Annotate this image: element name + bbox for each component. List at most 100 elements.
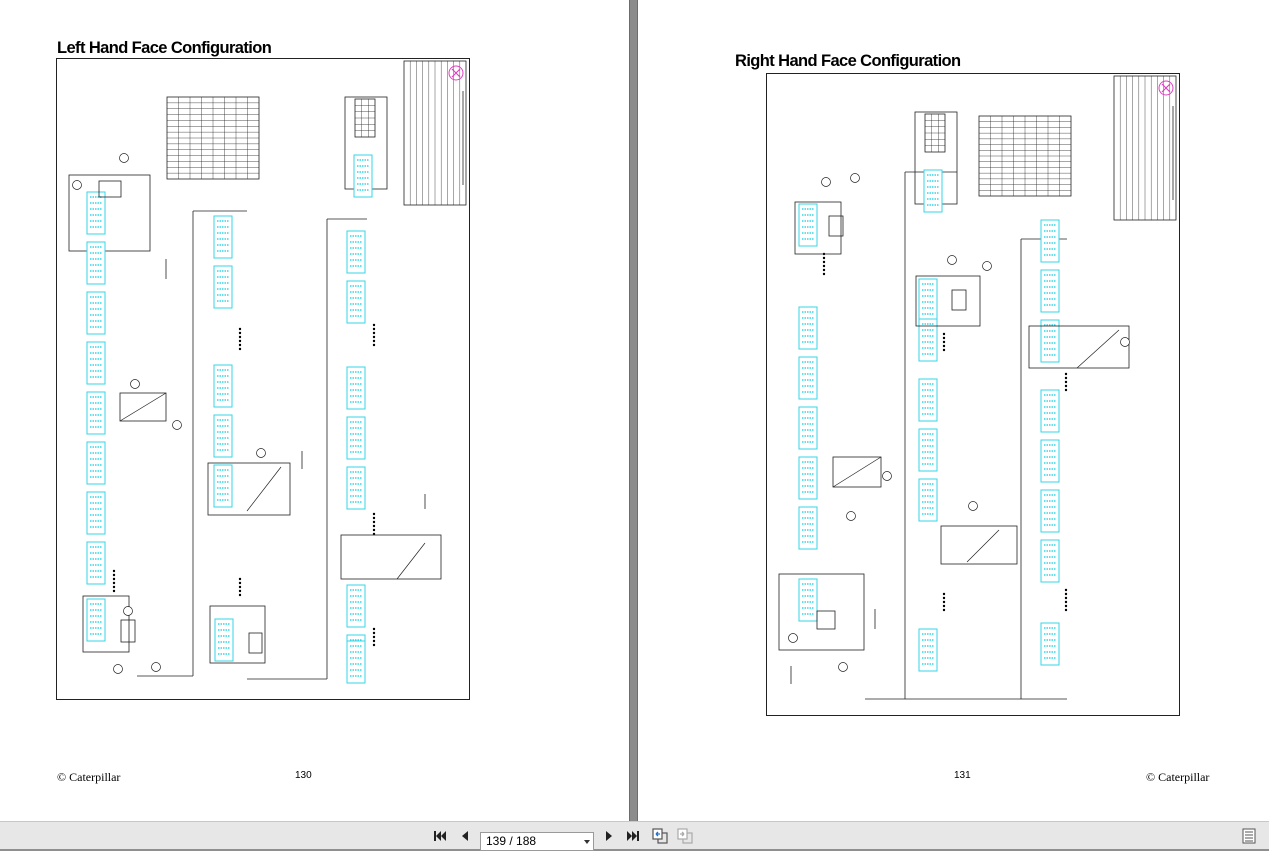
left-copyright: © Caterpillar <box>57 770 121 784</box>
continuation-dot <box>822 256 826 260</box>
chevron-down-icon <box>584 840 590 844</box>
adapter-box <box>828 215 844 237</box>
callout-bubble <box>968 501 978 511</box>
continuation-dot <box>372 631 376 635</box>
continuation-dot <box>372 327 376 331</box>
power-supply-box <box>832 456 882 488</box>
continuation-dot <box>822 272 826 276</box>
continuation-dot <box>372 635 376 639</box>
viewer-toolbar: 139 / 188 <box>0 821 1269 851</box>
continuation-dot <box>942 600 946 604</box>
continuation-dot <box>238 577 242 581</box>
menu-button[interactable] <box>1240 827 1258 845</box>
caterpillar-stamp <box>448 65 464 81</box>
shield-box <box>82 595 130 653</box>
page-indicator-text: 139 / 188 <box>486 834 537 848</box>
first-page-icon <box>434 831 446 841</box>
continuation-dot <box>942 344 946 348</box>
continuation-dot <box>112 585 116 589</box>
continuation-dot <box>112 569 116 573</box>
power-supply-box <box>340 534 442 580</box>
right-page: Right Hand Face Configuration 131 © Cate… <box>638 0 1269 821</box>
next-page-button[interactable] <box>600 827 618 845</box>
continuation-dot <box>112 577 116 581</box>
continuation-dot <box>238 331 242 335</box>
continuation-dot <box>372 335 376 339</box>
callout-bubble <box>119 153 129 163</box>
right-page-heading: Right Hand Face Configuration <box>735 52 961 70</box>
callout-bubble <box>982 261 992 271</box>
left-page: Left Hand Face Configuration © Caterpill… <box>0 0 629 821</box>
continuation-dot <box>1064 376 1068 380</box>
first-page-button[interactable] <box>431 827 449 845</box>
stamp-mark <box>451 68 461 78</box>
continuation-dot <box>112 581 116 585</box>
continuation-dot <box>942 348 946 352</box>
continuation-dot <box>238 581 242 585</box>
menu-icon <box>1242 828 1256 844</box>
power-supply-box <box>1028 325 1130 369</box>
continuation-dot <box>238 335 242 339</box>
go-back-button[interactable] <box>651 827 669 845</box>
callout-bubble <box>821 177 831 187</box>
left-page-heading: Left Hand Face Configuration <box>57 39 272 57</box>
continuation-dot <box>1064 608 1068 612</box>
continuation-dot <box>372 643 376 647</box>
continuation-dot <box>822 264 826 268</box>
continuation-dot <box>372 323 376 327</box>
callout-bubble <box>947 255 957 265</box>
page-number-select[interactable]: 139 / 188 <box>480 832 594 851</box>
continuation-dot <box>372 512 376 516</box>
left-schematic-diagram <box>56 58 470 700</box>
continuation-dot <box>372 524 376 528</box>
shield-box <box>209 605 266 664</box>
callout-bubble <box>850 173 860 183</box>
adapter-box <box>98 180 122 198</box>
callout-bubble <box>151 662 161 672</box>
continuation-dot <box>372 516 376 520</box>
continuation-dot <box>942 596 946 600</box>
caterpillar-stamp <box>1158 80 1174 96</box>
continuation-dot <box>372 343 376 347</box>
callout-bubble <box>172 420 182 430</box>
right-page-number: 131 <box>954 770 971 781</box>
continuation-dot <box>1064 372 1068 376</box>
continuation-dot <box>1064 592 1068 596</box>
continuation-dot <box>942 340 946 344</box>
last-page-icon <box>627 831 639 841</box>
right-schematic-diagram <box>766 73 1180 716</box>
previous-page-button[interactable] <box>456 827 474 845</box>
shield-box <box>778 573 865 651</box>
callout-bubble <box>130 379 140 389</box>
callout-bubble <box>882 471 892 481</box>
page-gutter <box>629 0 638 821</box>
continuation-dot <box>1064 388 1068 392</box>
power-supply-box <box>207 462 291 516</box>
continuation-dot <box>372 532 376 536</box>
go-forward-icon <box>677 828 693 844</box>
go-forward-button[interactable] <box>676 827 694 845</box>
continuation-dot <box>1064 596 1068 600</box>
continuation-dot <box>942 592 946 596</box>
callout-bubble <box>256 448 266 458</box>
continuation-dot <box>112 589 116 593</box>
callout-bubble <box>72 180 82 190</box>
next-page-icon <box>606 831 612 841</box>
continuation-dot <box>238 347 242 351</box>
continuation-dot <box>1064 604 1068 608</box>
callout-bubble <box>1120 337 1130 347</box>
continuation-dot <box>238 343 242 347</box>
continuation-dot <box>942 336 946 340</box>
continuation-dot <box>372 339 376 343</box>
callout-bubble <box>123 606 133 616</box>
power-supply-box <box>119 392 167 422</box>
continuation-dot <box>822 268 826 272</box>
continuation-dot <box>238 593 242 597</box>
continuation-dot <box>112 573 116 577</box>
callout-bubble <box>788 633 798 643</box>
continuation-dot <box>238 589 242 593</box>
continuation-dot <box>822 260 826 264</box>
callout-bubble <box>113 664 123 674</box>
adapter-box <box>248 632 263 654</box>
last-page-button[interactable] <box>624 827 642 845</box>
